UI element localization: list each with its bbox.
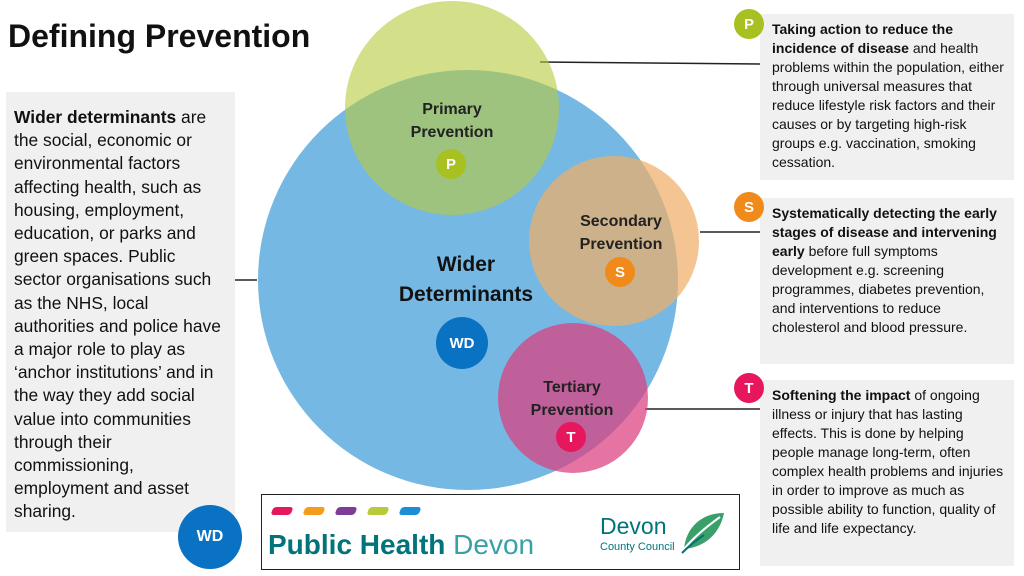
secondary-prevention-circle <box>529 156 699 326</box>
tertiary-description-badge-icon: T <box>734 373 764 403</box>
logo-dash-2 <box>302 507 326 515</box>
logo-banner: Public Health Devon Devon County Council <box>261 494 740 570</box>
primary-description: Taking action to reduce the incidence of… <box>760 14 1014 180</box>
dcc-logo-line2: County Council <box>600 541 675 553</box>
secondary-description-bold: Systematically detecting the early stage… <box>772 205 997 259</box>
wd-description-text: are the social, economic or environmenta… <box>14 107 221 522</box>
primary-description-bold: Taking action to reduce the incidence of… <box>772 21 953 56</box>
tertiary-badge-icon: T <box>556 422 586 452</box>
secondary-description-badge-icon: S <box>734 192 764 222</box>
primary-prevention-circle <box>345 1 559 215</box>
bottom-wd-badge-icon: WD <box>178 505 242 569</box>
tertiary-prevention-circle <box>498 323 648 473</box>
logo-dash-1 <box>270 507 294 515</box>
primary-badge-icon: P <box>436 149 466 179</box>
tertiary-description-text: of ongoing illness or injury that has la… <box>772 387 1004 536</box>
connector-line-primary <box>539 61 761 65</box>
tertiary-description-bold: Softening the impact <box>772 387 911 403</box>
wd-badge-icon: WD <box>436 317 488 369</box>
secondary-description: Systematically detecting the early stage… <box>760 198 1014 364</box>
dcc-logo-line1: Devon <box>600 513 667 539</box>
tertiary-description: Softening the impact of ongoing illness … <box>760 380 1014 566</box>
primary-description-badge-icon: P <box>734 9 764 39</box>
page-title: Defining Prevention <box>8 18 311 54</box>
primary-description-text: and health problems within the populatio… <box>772 40 1004 170</box>
logo-dash-5 <box>398 507 422 515</box>
public-health-devon-logo: Public Health Devon <box>268 529 535 560</box>
logo-dash-3 <box>334 507 358 515</box>
leaf-icon <box>681 513 724 554</box>
secondary-badge-icon: S <box>605 257 635 287</box>
logo-dash-4 <box>366 507 390 515</box>
wider-determinants-description: Wider determinants are the social, econo… <box>6 92 235 532</box>
secondary-description-text: before full symptoms development e.g. sc… <box>772 243 985 335</box>
wd-description-bold: Wider determinants <box>14 107 177 127</box>
